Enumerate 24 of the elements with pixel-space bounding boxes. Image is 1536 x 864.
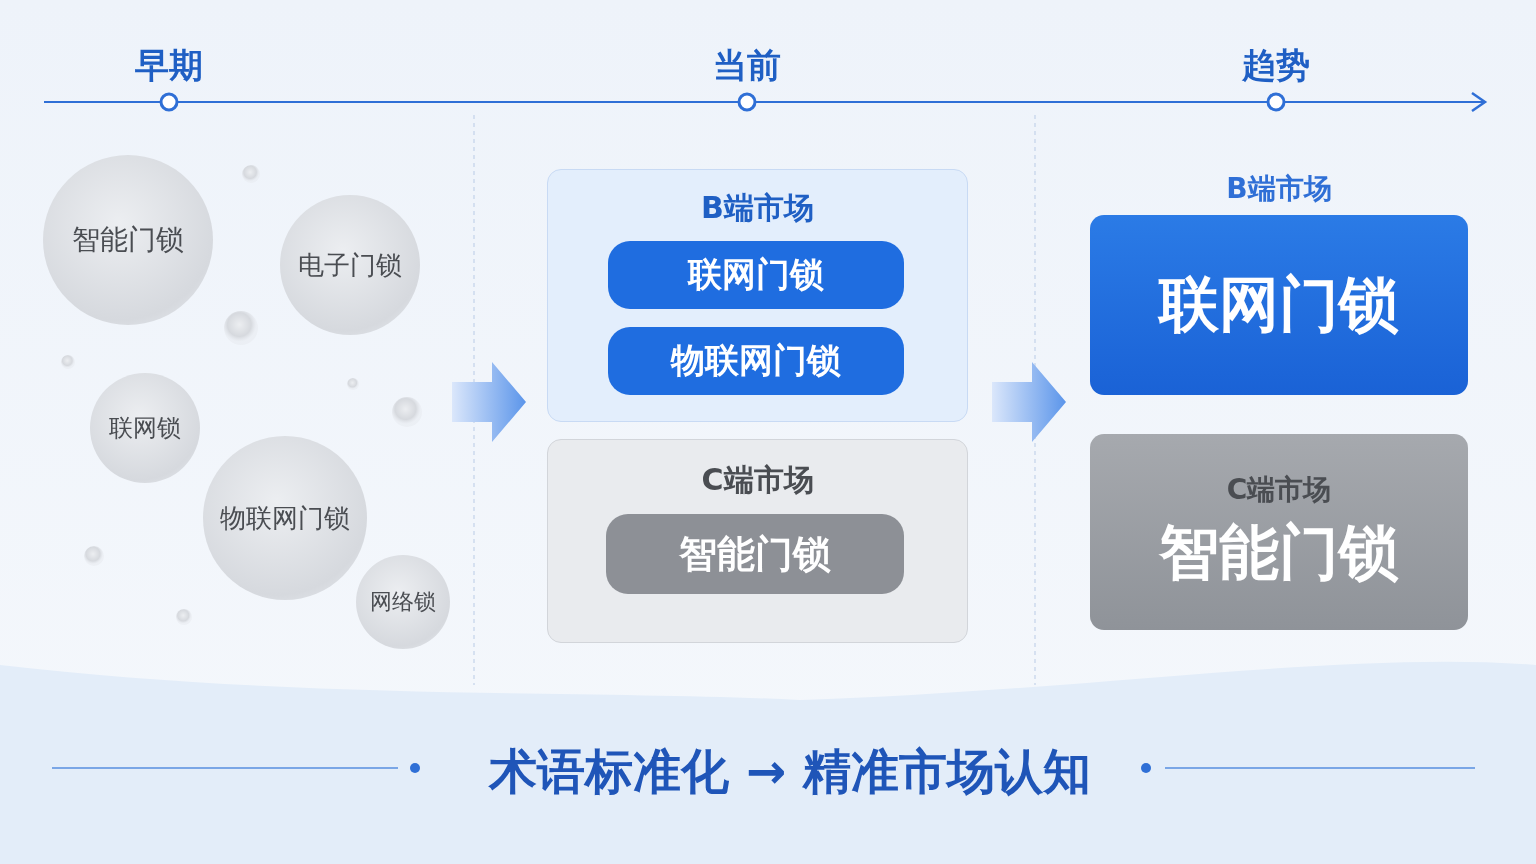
term-label: 智能门锁 bbox=[72, 222, 184, 258]
term-label: 联网门锁 bbox=[1159, 267, 1399, 341]
term-label: 联网门锁 bbox=[688, 253, 824, 296]
market-panel bbox=[547, 169, 968, 422]
stage-label: 趋势 bbox=[1242, 44, 1310, 87]
market-heading: B端市场 bbox=[1226, 171, 1332, 207]
market-heading: B端市场 bbox=[701, 189, 814, 227]
term-label: 网络锁 bbox=[370, 588, 436, 616]
market-heading: C端市场 bbox=[1226, 471, 1332, 508]
term-label: 智能门锁 bbox=[1159, 515, 1399, 589]
term-label: 物联网门锁 bbox=[220, 501, 350, 535]
term-label: 联网锁 bbox=[109, 413, 181, 444]
market-card bbox=[1090, 434, 1468, 630]
term-label: 智能门锁 bbox=[679, 530, 831, 578]
stage-label: 当前 bbox=[713, 44, 781, 87]
market-panel bbox=[547, 439, 968, 643]
conclusion-text: 术语标准化 → 精准市场认知 bbox=[489, 742, 1091, 801]
stage-label: 早期 bbox=[135, 44, 203, 87]
term-pill bbox=[606, 514, 904, 594]
term-pill bbox=[608, 327, 904, 395]
term-pill bbox=[608, 241, 904, 309]
market-heading: C端市场 bbox=[701, 461, 814, 499]
term-label: 电子门锁 bbox=[298, 248, 402, 282]
term-label: 物联网门锁 bbox=[671, 339, 841, 382]
